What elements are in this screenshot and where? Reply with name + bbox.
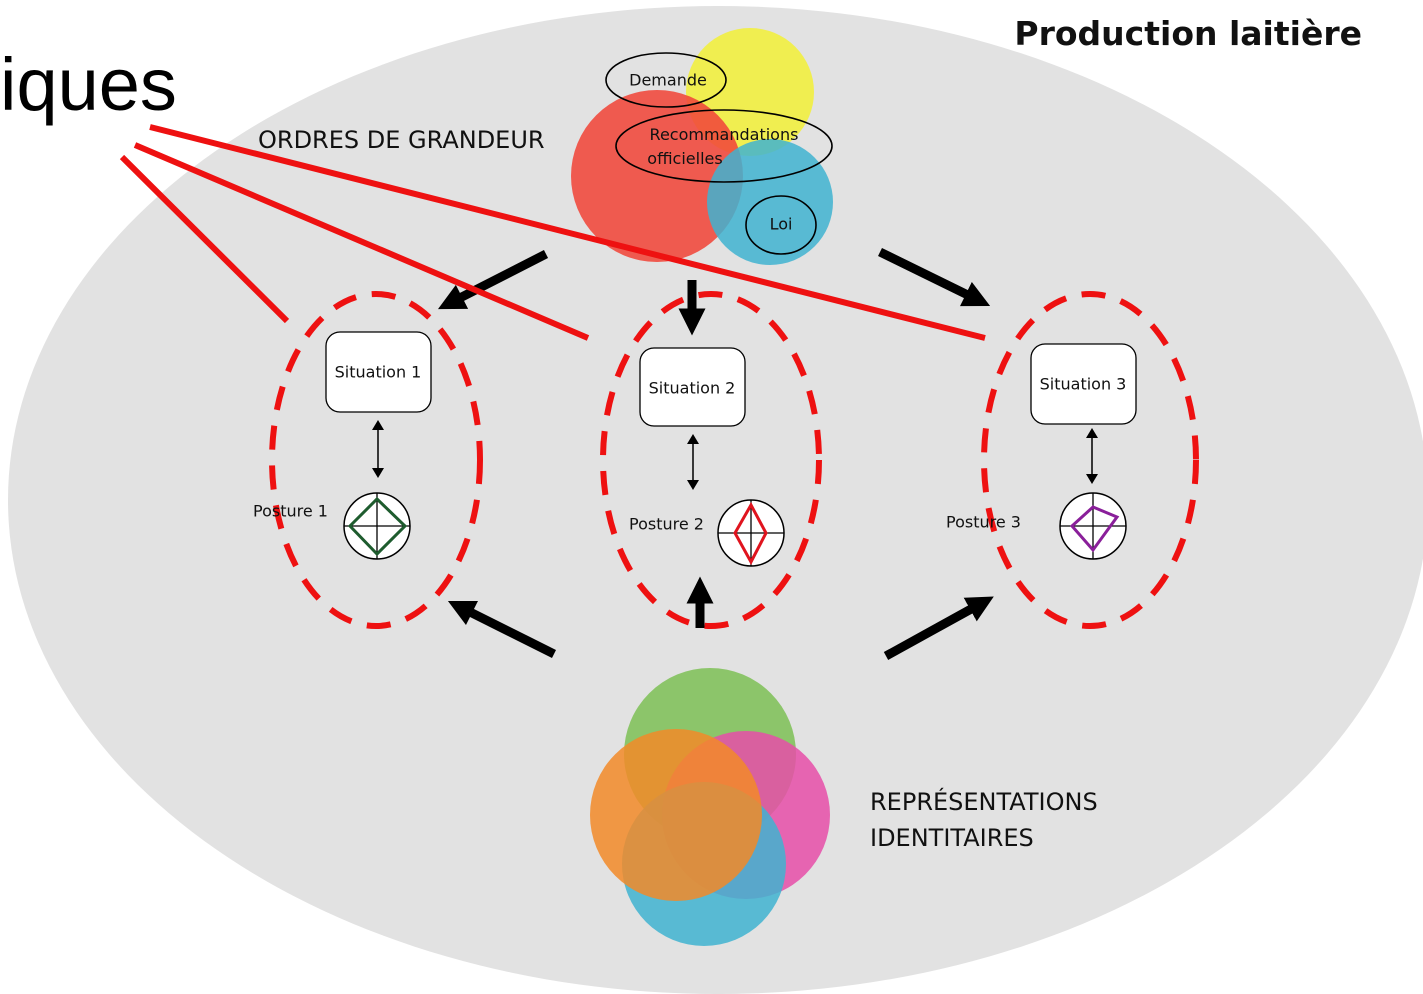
influence-arrows — [437, 247, 994, 660]
situation-group-1: Situation 1 Posture 1 — [253, 291, 483, 629]
orders-label: ORDRES DE GRANDEUR — [258, 126, 545, 154]
situation-3-label: Situation 3 — [1040, 375, 1127, 394]
situation-2-link-head-bottom — [687, 480, 699, 490]
situation-3-boundary — [981, 291, 1199, 629]
situation-1-boundary — [269, 291, 483, 629]
teal-circle — [707, 139, 833, 265]
situation-1-link-head-bottom — [372, 468, 384, 478]
posture-1-label: Posture 1 — [253, 502, 328, 521]
situation-3-box — [1030, 343, 1137, 425]
loi-ellipse — [745, 195, 817, 255]
situation-group-3: Situation 3 Posture 3 — [946, 291, 1199, 629]
situation-3-link-head-top — [1086, 428, 1098, 438]
situation-2-boundary — [600, 291, 822, 629]
posture-2-diamond-icon — [717, 499, 785, 567]
recommandations-label-line1: Recommandations — [650, 125, 799, 144]
connector-to-situation1 — [119, 154, 290, 324]
situation-2-label: Situation 2 — [649, 379, 736, 398]
arrow-identity-to-situation3 — [883, 596, 994, 660]
red-circle — [571, 90, 743, 262]
identity-label-line1: REPRÉSENTATIONS — [870, 787, 1098, 816]
red-connector-lines — [119, 124, 986, 341]
situation-1-label: Situation 1 — [335, 363, 422, 382]
demande-label: Demande — [629, 71, 707, 90]
situation-2-box — [639, 347, 746, 427]
arrow-orders-to-situation3 — [878, 247, 991, 307]
situation-1-link-head-top — [372, 420, 384, 430]
situation-2-link-head-top — [687, 434, 699, 444]
posture-1-diamond-icon — [343, 492, 411, 560]
production-context-ellipse — [8, 6, 1423, 994]
arrow-identity-to-situation1 — [447, 600, 557, 659]
recommandations-label-line2: officielles — [647, 149, 722, 168]
posture-2-label: Posture 2 — [629, 515, 704, 534]
orange-circle — [590, 729, 762, 901]
identity-venn — [590, 668, 830, 946]
loi-label: Loi — [770, 215, 793, 234]
recommandations-ellipse — [615, 109, 833, 183]
corner-fragment-text: iques — [0, 43, 177, 126]
identity-label-line2: IDENTITAIRES — [870, 824, 1034, 852]
situation-group-2: Situation 2 Posture 2 — [600, 291, 822, 629]
posture-3-diamond-icon — [1059, 492, 1127, 560]
connector-to-situation2 — [133, 142, 590, 341]
orders-venn: Demande Recommandations officielles Loi — [571, 28, 833, 265]
production-label: Production laitière — [1014, 14, 1362, 53]
situation-3-link-head-bottom — [1086, 474, 1098, 484]
demande-ellipse — [605, 52, 727, 108]
arrow-orders-to-situation1 — [437, 249, 549, 310]
connector-to-situation3 — [149, 124, 986, 341]
situation-1-box — [325, 331, 432, 413]
posture-3-label: Posture 3 — [946, 513, 1021, 532]
